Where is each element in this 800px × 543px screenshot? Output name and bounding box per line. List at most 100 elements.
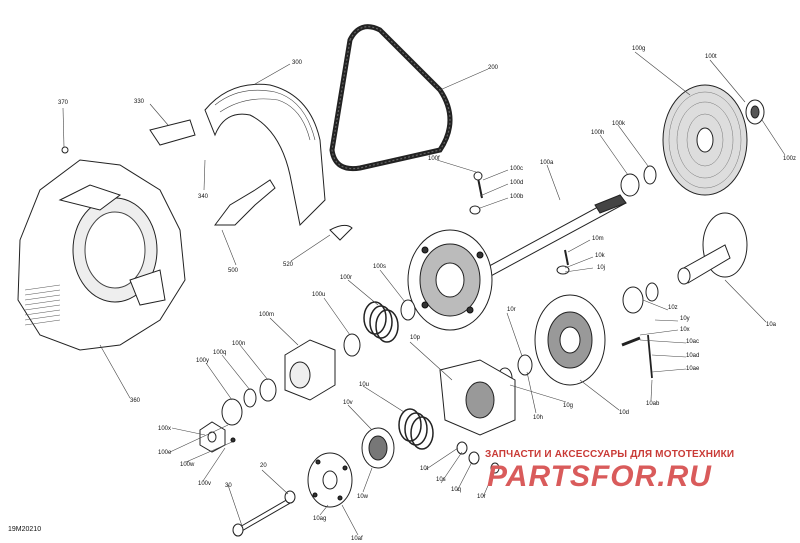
screw-10m bbox=[564, 249, 569, 266]
callout-10ag: 10ag bbox=[313, 516, 327, 522]
callout-10r-lower: 10r bbox=[477, 494, 486, 500]
ring-10t bbox=[517, 354, 533, 376]
callout-10ac: 10ac bbox=[686, 339, 700, 345]
ring-100q bbox=[259, 378, 277, 402]
fixed-sheave bbox=[677, 212, 748, 285]
callout-100w: 100w bbox=[180, 462, 195, 468]
watermark-caption: ЗАПЧАСТИ И АКСЕССУАРЫ ДЛЯ МОТОТЕХНИКИ bbox=[485, 449, 735, 460]
callout-10z: 10z bbox=[668, 305, 678, 311]
roller-housing bbox=[284, 339, 336, 401]
callout-100h: 100h bbox=[591, 130, 605, 136]
ring-100k bbox=[643, 165, 657, 185]
callout-10ab: 10ab bbox=[646, 401, 660, 407]
ring-10z bbox=[622, 286, 644, 314]
pin-10ac bbox=[621, 336, 641, 347]
callout-10g: 10g bbox=[563, 403, 574, 409]
callout-200: 200 bbox=[488, 65, 499, 71]
callout-10d: 10d bbox=[619, 410, 630, 416]
callout-20: 20 bbox=[260, 463, 267, 469]
lock-nut bbox=[199, 421, 226, 453]
callout-100b: 100b bbox=[510, 194, 524, 200]
callout-10x: 10x bbox=[680, 327, 690, 333]
screw-head-100c bbox=[473, 171, 483, 181]
callout-10k: 10k bbox=[595, 253, 605, 259]
bolt-30 bbox=[232, 497, 293, 537]
callout-10m: 10m bbox=[592, 236, 604, 242]
spring-100r bbox=[363, 301, 399, 343]
callout-100y: 100y bbox=[196, 358, 210, 364]
callout-100k: 100k bbox=[612, 121, 626, 127]
callout-100c: 100c bbox=[510, 166, 524, 172]
outer-cover bbox=[17, 159, 186, 351]
callout-10p: 10p bbox=[410, 335, 421, 341]
callout-10v: 10v bbox=[343, 400, 353, 406]
callout-10af: 10af bbox=[351, 536, 363, 542]
bearing-100t bbox=[745, 99, 765, 125]
callout-100u: 100u bbox=[312, 292, 326, 298]
decal-330 bbox=[149, 119, 196, 146]
callout-10h: 10h bbox=[533, 415, 544, 421]
bearing-10v bbox=[361, 427, 395, 469]
callout-100e: 100e bbox=[158, 450, 172, 456]
driven-pulley-sheave bbox=[662, 84, 748, 196]
callout-100g: 100g bbox=[632, 46, 646, 52]
spider-10p bbox=[439, 359, 516, 436]
roller-10q bbox=[468, 451, 480, 465]
callout-10s: 10s bbox=[436, 477, 446, 483]
ring-100s bbox=[400, 299, 416, 321]
callout-100f: 100f bbox=[428, 156, 440, 162]
callout-100t: 100t bbox=[705, 54, 717, 60]
cover-plate bbox=[307, 452, 353, 508]
nut-100b bbox=[469, 205, 481, 215]
callout-520: 520 bbox=[283, 262, 294, 268]
pin-10ad bbox=[647, 334, 653, 379]
callout-10r: 10r bbox=[507, 307, 516, 313]
inner-guard bbox=[204, 83, 326, 227]
callout-100s: 100s bbox=[373, 264, 387, 270]
leader-lines bbox=[62, 51, 786, 536]
callout-10t: 10t bbox=[420, 466, 429, 472]
callout-330: 330 bbox=[134, 99, 145, 105]
callout-340: 340 bbox=[198, 194, 209, 200]
callout-10u: 10u bbox=[359, 382, 370, 388]
callout-100x: 100x bbox=[158, 426, 172, 432]
primary-housing bbox=[407, 229, 493, 331]
watermark-logo: PARTSFOR.RU bbox=[487, 460, 712, 493]
washer-100x bbox=[221, 398, 243, 426]
screw-100c bbox=[477, 177, 483, 199]
ring-10 bbox=[645, 282, 659, 302]
pin-100w bbox=[230, 437, 236, 443]
callout-100q: 100q bbox=[213, 350, 227, 356]
callout-10y: 10y bbox=[680, 316, 690, 322]
callout-30: 30 bbox=[225, 483, 232, 489]
callout-10j: 10j bbox=[597, 265, 606, 271]
drive-belt bbox=[329, 24, 453, 172]
callout-10ad: 10ad bbox=[686, 353, 700, 359]
callout-360: 360 bbox=[130, 398, 141, 404]
plug-370 bbox=[61, 146, 69, 154]
ring-100y bbox=[243, 388, 257, 408]
callout-10w: 10w bbox=[357, 494, 369, 500]
washer-20 bbox=[284, 490, 296, 504]
document-id: 19M20210 bbox=[8, 526, 42, 533]
callout-100z: 100z bbox=[783, 156, 797, 162]
washer-10r bbox=[490, 462, 500, 474]
callout-10q: 10q bbox=[451, 487, 462, 493]
callout-10ae: 10ae bbox=[686, 366, 700, 372]
callout-370: 370 bbox=[58, 100, 69, 106]
ring-100h bbox=[620, 173, 640, 197]
callout-100v: 100v bbox=[198, 481, 212, 487]
callout-100n: 100n bbox=[232, 341, 246, 347]
ring-100n bbox=[343, 333, 361, 357]
callout-100m: 100m bbox=[259, 312, 275, 318]
movable-sheave bbox=[534, 294, 606, 386]
spring-10u bbox=[398, 408, 434, 450]
roller-10s bbox=[456, 441, 468, 455]
callout-10a: 10a bbox=[766, 322, 777, 328]
bracket-500 bbox=[214, 179, 276, 226]
callout-100r: 100r bbox=[340, 275, 353, 281]
callout-100a: 100a bbox=[540, 160, 554, 166]
clip-520 bbox=[329, 224, 353, 241]
callout-100d: 100d bbox=[510, 180, 524, 186]
